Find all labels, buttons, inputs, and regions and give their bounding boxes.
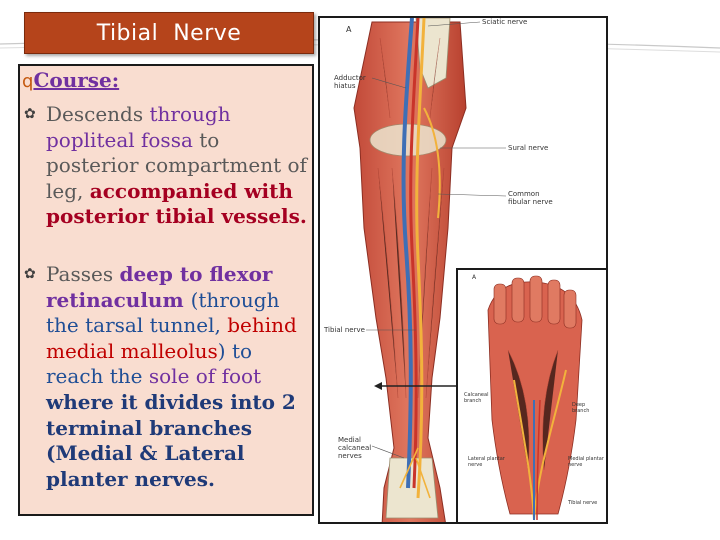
label-tibial-nerve: Tibial nerve (324, 326, 365, 334)
point-text-segment: deep to flexor retinaculum (46, 262, 273, 312)
label-sciatic-nerve: Sciatic nerve (482, 18, 528, 26)
label-sural-nerve: Sural nerve (508, 144, 549, 152)
label-calcaneal-branch: Calcaneal branch (464, 392, 489, 404)
leg-illustration (353, 18, 507, 522)
label-medial-plantar-nerve: Medial plantar nerve (568, 456, 604, 468)
checkbox-bullet-icon: q (22, 71, 34, 92)
label-common-fibular-nerve: Common fibular nerve (508, 190, 553, 206)
flower-bullet-icon: ✿ (24, 266, 36, 282)
slide-title-box: Tibial Nerve (24, 12, 314, 54)
point-text-segment: where it divides into 2 terminal branche… (46, 389, 296, 491)
point-text-segment: ) to reach the (46, 338, 253, 389)
flower-bullet-icon: ✿ (24, 106, 36, 122)
label-medial-calcaneal-nerves: Medial calcaneal nerves (338, 436, 372, 460)
figure-panel-letter: A (472, 274, 477, 281)
point-text-segment: accompanied with posterior tibial vessel… (46, 178, 307, 229)
point-text-segment: through popliteal fossa (46, 102, 231, 152)
point-passes: ✿ Passes deep to flexor retinaculum (thr… (24, 262, 314, 492)
point-text-segment: (through the tarsal tunnel, (46, 287, 280, 338)
figure-panel-letter: A (346, 25, 352, 34)
point-text-segment: to posterior compartment of leg, (46, 127, 307, 203)
course-label: Course: (33, 68, 120, 92)
label-adductor-hiatus: Adductor hiatus (334, 74, 366, 90)
label-lateral-plantar-nerve: Lateral plantar nerve (468, 456, 505, 468)
course-heading: qCourse: (22, 68, 119, 94)
point-text: Descends through popliteal fossa to post… (24, 102, 314, 230)
point-text: Passes deep to flexor retinaculum (throu… (24, 262, 314, 492)
foot-sole-figure: A Calcaneal branch Deep branch Lateral p… (456, 268, 608, 524)
pointer-arrow (374, 382, 460, 390)
point-text-segment: behind medial malleolus (46, 313, 297, 363)
point-text-segment: Passes (46, 262, 120, 286)
foot-illustration (487, 275, 583, 521)
slide-title: Tibial Nerve (96, 20, 242, 46)
label-deep-branch: Deep branch (572, 402, 590, 414)
label-tibial-nerve-foot: Tibial nerve (568, 500, 598, 506)
point-descends: ✿ Descends through popliteal fossa to po… (24, 102, 314, 230)
point-text-segment: Descends (46, 102, 150, 126)
point-text-segment: sole of foot (148, 364, 262, 389)
text-panel: qCourse: ✿ Descends through popliteal fo… (18, 64, 314, 516)
